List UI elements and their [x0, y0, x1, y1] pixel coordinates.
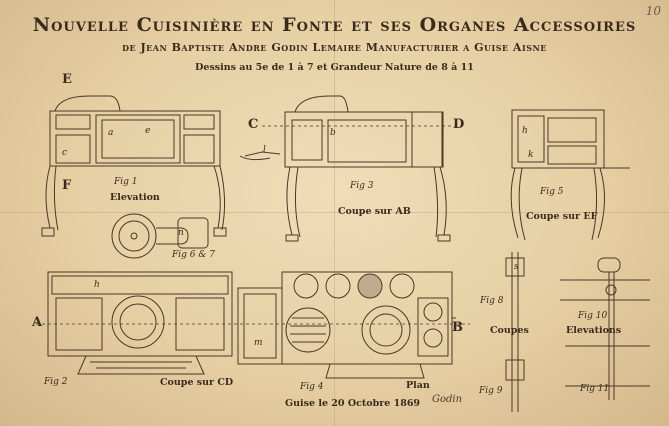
- part-letter: b: [330, 128, 336, 138]
- section-letter-f: F: [62, 178, 72, 193]
- part-letter: s: [514, 262, 519, 272]
- part-letter: l: [263, 145, 266, 155]
- signature: Godin: [432, 394, 463, 405]
- date-line: Guise le 20 Octobre 1869: [285, 398, 421, 409]
- part-letter: h: [94, 280, 100, 290]
- fig5-caption: Coupe sur EF: [526, 211, 598, 222]
- fig11-label: Fig 11: [580, 384, 610, 394]
- fig1-label: Fig 1: [114, 177, 138, 187]
- fig2-label: Fig 2: [44, 377, 68, 387]
- scale-note: Dessins au 5e de 1 à 7 et Grandeur Natur…: [195, 62, 474, 73]
- fig4-label: Fig 4: [300, 382, 324, 392]
- fig2-section-drawing: [47, 271, 233, 375]
- fig4-caption: Plan: [406, 380, 430, 391]
- part-letter: m: [254, 338, 263, 348]
- fig10-caption: Elevations: [566, 325, 622, 336]
- section-lines: [36, 125, 470, 325]
- fig8-label: Fig 8: [480, 296, 504, 306]
- section-letter-b: B: [452, 320, 463, 335]
- part-letter: n: [178, 228, 184, 238]
- fig10-fig11-drawing: [560, 257, 650, 400]
- drawing-subtitle: de Jean Baptiste Andre Godin Lemaire Man…: [122, 41, 547, 54]
- fig5-section-drawing: [510, 109, 630, 241]
- fig8-caption: Coupes: [490, 325, 529, 336]
- fig5-label: Fig 5: [540, 187, 564, 197]
- fig3-label: Fig 3: [350, 181, 374, 191]
- fig1-caption: Elevation: [110, 192, 160, 203]
- section-letter-a: A: [32, 315, 43, 330]
- drawing-title: Nouvelle Cuisinière en Fonte et ses Orga…: [32, 14, 637, 36]
- fig3-caption: Coupe sur AB: [338, 206, 411, 217]
- fig4-plan-drawing: [237, 271, 456, 379]
- part-letter: h: [522, 126, 528, 136]
- part-letter: e: [145, 126, 151, 136]
- fig9-label: Fig 9: [479, 386, 503, 396]
- part-letter: k: [528, 150, 534, 160]
- section-letter-e: E: [62, 72, 72, 87]
- fig1-elevation-drawing: [41, 95, 227, 237]
- fig10-label: Fig 10: [578, 311, 608, 321]
- fig8-fig9-drawing: [505, 252, 525, 412]
- fig3-section-drawing: [239, 95, 451, 242]
- fold-crease-horizontal: [0, 212, 669, 213]
- part-letter: c: [62, 148, 68, 158]
- part-letter: a: [108, 128, 114, 138]
- fig67-dial-drawing: [111, 213, 209, 259]
- section-letter-d: D: [453, 117, 465, 132]
- fig2-caption: Coupe sur CD: [160, 377, 234, 388]
- fig67-label: Fig 6 & 7: [172, 250, 215, 260]
- section-letter-c: C: [248, 117, 259, 132]
- sheet-number: 10: [645, 4, 661, 18]
- fold-crease-vertical: [334, 0, 335, 426]
